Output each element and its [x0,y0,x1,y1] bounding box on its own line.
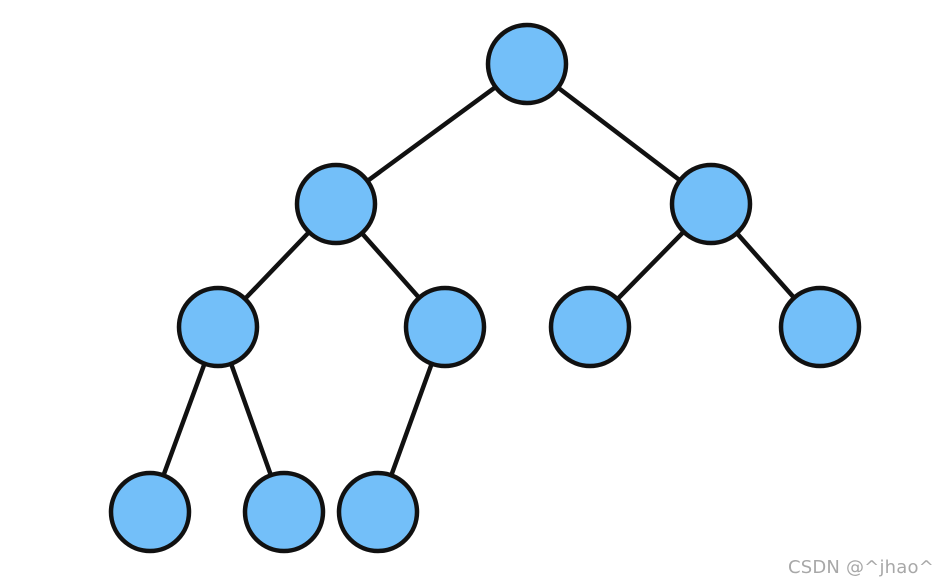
tree-nodes [108,22,862,554]
tree-node-n9 [242,470,326,554]
tree-node-n4 [176,285,260,369]
tree-node-n8 [108,470,192,554]
tree-node-n2 [294,162,378,246]
watermark-text: CSDN @^jhao^ [787,557,934,578]
tree-node-n3 [669,162,753,246]
tree-node-n5 [403,285,487,369]
tree-node-n10 [336,470,420,554]
tree-node-n1 [485,22,569,106]
tree-node-n7 [778,285,862,369]
tree-node-n6 [548,285,632,369]
tree-edges [147,61,823,515]
